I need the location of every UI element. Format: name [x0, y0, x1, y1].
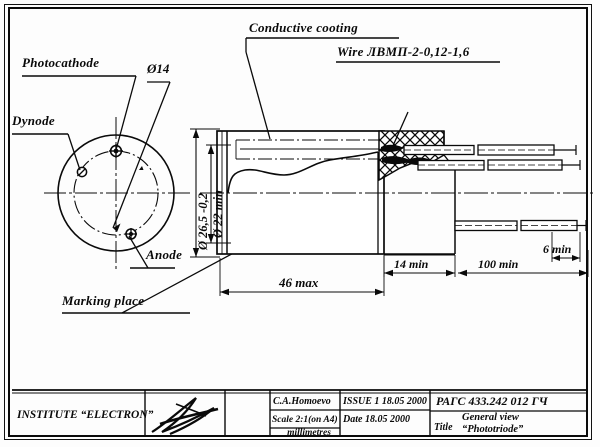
coating-profile	[227, 151, 379, 194]
title-block-date: Date 18.05 2000	[343, 414, 410, 425]
label-marking-place: Marking place	[62, 293, 145, 308]
label-anode: Anode	[146, 247, 183, 262]
anode-leader	[128, 235, 149, 269]
dim-label-100-min: 100 min	[478, 257, 519, 271]
pin-circle-tick	[139, 166, 144, 170]
title-block-institute: INSTITUTE “ELECTRON”	[17, 409, 154, 421]
side-view	[200, 37, 596, 255]
dimension-lines	[190, 128, 589, 296]
front-view	[12, 75, 283, 314]
stem-hatch-region	[378, 130, 445, 182]
dia14-arrow	[113, 223, 121, 232]
label-conductive-coating: Conductive cooting	[249, 20, 359, 35]
photocathode-leader	[115, 75, 137, 151]
label-wire: Wire ЛВМП-2-0,12-1,6	[337, 44, 470, 59]
dim-label-6-min: 6 min	[543, 242, 572, 256]
wire-lead-2	[417, 159, 581, 171]
title-block-scale: Scale 2:1(on A4)	[272, 414, 338, 425]
title-block-doc-number: РАГС 433.242 012 ГЧ	[436, 394, 548, 408]
wire-lead-1	[403, 144, 577, 156]
dim-label-46-max: 46 max	[279, 275, 319, 290]
dim-outer-dia	[190, 128, 220, 258]
dim-100-min	[458, 250, 589, 277]
dim-46-max	[219, 256, 385, 296]
pin-anode	[125, 228, 137, 240]
dim-inner-dia	[206, 144, 231, 244]
dim-6-min	[551, 232, 581, 262]
signature-scrawl	[151, 397, 219, 436]
title-block-issue: ISSUE 1 18.05 2000	[343, 395, 427, 407]
title-block-grid	[12, 389, 588, 437]
seal-blob-upper	[381, 144, 404, 152]
wire-leader	[391, 111, 409, 149]
dim-label-outer-dia: Ø 26,5 -0,2	[196, 193, 210, 250]
wire-lead-3	[454, 219, 587, 232]
title-block-title-line1: General view	[462, 412, 519, 423]
dynode-leader	[67, 133, 81, 171]
sheet-frame-inner	[8, 7, 588, 437]
title-block-author: C.A.Homoevo	[273, 395, 331, 407]
title-block-units: millimetres	[287, 428, 331, 438]
dim-label-inner-dia: Ø 22 min	[211, 190, 225, 238]
dim-14-min	[383, 254, 456, 277]
pin-photocathode	[109, 144, 123, 158]
sheet-frame-outer	[4, 4, 592, 440]
dim-label-14-min: 14 min	[394, 257, 429, 271]
title-block-title-line2: “Phototriode”	[462, 424, 524, 435]
seal-blob-lower	[382, 156, 412, 165]
dia14-leader	[112, 81, 171, 229]
label-dynode: Dynode	[12, 113, 55, 128]
label-photocathode: Photocathode	[22, 55, 100, 70]
label-dia14: Ø14	[147, 61, 170, 76]
title-block-title-prefix: Title	[434, 421, 453, 433]
pin-dynode	[76, 166, 88, 178]
coating-leader	[245, 51, 271, 140]
